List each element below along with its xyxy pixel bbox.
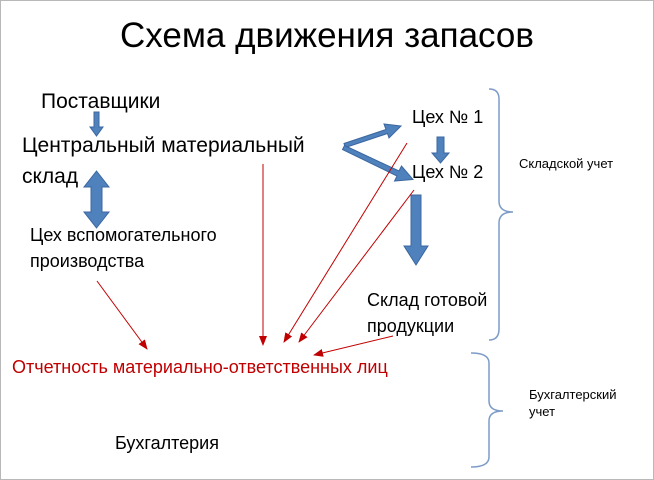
node-finished-goods-line1: Склад готовой — [367, 290, 488, 310]
node-central-warehouse-line1: Центральный материальный — [22, 134, 305, 157]
bracket-label-warehouse-accounting: Складской учет — [519, 156, 614, 171]
node-aux-shop-line2: производства — [30, 251, 145, 271]
arrow-shop2-to-finished-goods — [403, 194, 429, 266]
node-finished-goods-line2: продукции — [367, 316, 455, 336]
slide-title: Схема движения запасов — [120, 16, 534, 55]
bracket-label-bookkeeping-line2: учет — [529, 404, 556, 419]
node-suppliers: Поставщики — [41, 90, 161, 113]
node-shop2: Цех № 2 — [412, 162, 484, 182]
arrow-shop1-to-shop2 — [430, 136, 451, 164]
node-reports: Отчетность материально-ответственных лиц — [12, 357, 388, 377]
arrow-suppliers-to-warehouse — [89, 111, 104, 137]
report-arrow-aux-shop — [96, 280, 148, 350]
arrow-warehouse-aux-shop — [82, 170, 111, 229]
node-accounting: Бухгалтерия — [115, 433, 219, 453]
arrow-warehouse-to-shop1 — [343, 123, 403, 149]
bracket-warehouse-accounting — [488, 88, 514, 341]
report-arrow-shop2 — [298, 189, 415, 343]
node-aux-shop-line1: Цех вспомогательного — [30, 225, 217, 245]
report-arrow-shop1 — [283, 142, 408, 343]
report-arrow-finished-goods — [313, 335, 394, 357]
bracket-bookkeeping — [470, 352, 504, 468]
node-central-warehouse-line2: склад — [22, 165, 79, 188]
bracket-label-bookkeeping-line1: Бухгалтерский — [529, 387, 617, 402]
node-shop1: Цех № 1 — [412, 107, 484, 127]
arrow-warehouse-to-shop2 — [341, 144, 415, 182]
